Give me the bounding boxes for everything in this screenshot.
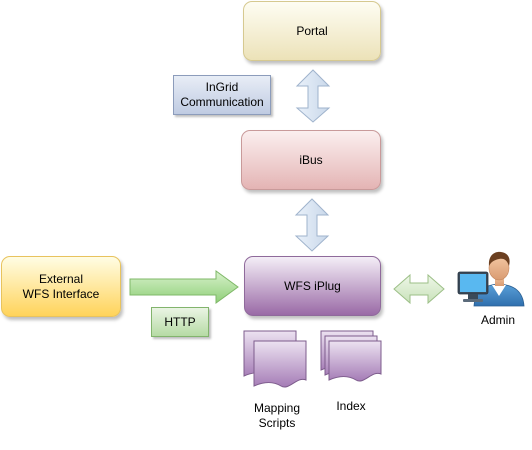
ibus-wfs-up-down-arrow-icon bbox=[294, 198, 330, 252]
http-label: HTTP bbox=[164, 314, 196, 329]
ibus-node: iBus bbox=[241, 130, 381, 190]
wfs-iplug-node: WFS iPlug bbox=[244, 256, 381, 316]
http-right-arrow-icon bbox=[129, 270, 239, 304]
admin-left-right-arrow-icon bbox=[393, 273, 445, 305]
index-label: Index bbox=[336, 399, 366, 413]
external-wfs-interface-node: External WFS Interface bbox=[1, 256, 121, 317]
http-tag: HTTP bbox=[151, 307, 209, 337]
index-document-stack-icon bbox=[320, 330, 382, 382]
portal-ibus-up-down-arrow-icon bbox=[295, 69, 331, 123]
portal-node: Portal bbox=[243, 1, 381, 61]
mapping-scripts-label: Mapping Scripts bbox=[253, 401, 301, 430]
ibus-label: iBus bbox=[299, 152, 323, 167]
admin-user-icon bbox=[457, 251, 525, 307]
external-wfs-interface-label: External WFS Interface bbox=[22, 271, 100, 301]
portal-label: Portal bbox=[296, 23, 328, 38]
admin-label: Admin bbox=[480, 313, 515, 327]
ingrid-communication-tag: InGrid Communication bbox=[173, 75, 271, 115]
mapping-scripts-document-stack-icon bbox=[243, 330, 307, 388]
ingrid-communication-label: InGrid Communication bbox=[180, 80, 264, 109]
wfs-iplug-label: WFS iPlug bbox=[284, 278, 341, 293]
